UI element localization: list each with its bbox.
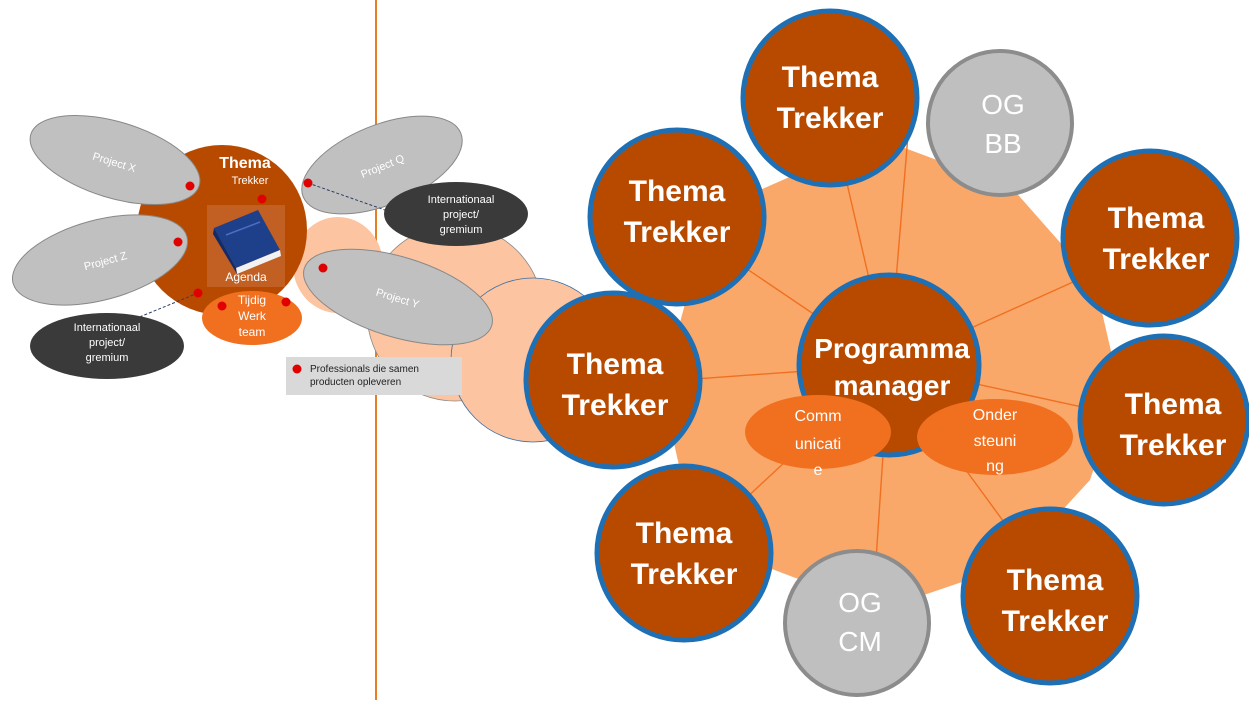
og-cm-line-1: OG	[838, 587, 882, 618]
og-bb-circle-group[interactable]: OG BB	[926, 49, 1074, 197]
theme-circle[interactable]	[740, 8, 920, 188]
theme-circle[interactable]	[1060, 148, 1240, 328]
theme-circle-line-2: Trekker	[631, 558, 738, 591]
theme-circle[interactable]	[960, 506, 1140, 686]
team-ellipse	[202, 291, 302, 345]
legend-line-1: Professionals die samen	[310, 364, 419, 375]
og-cm-line-2: CM	[838, 626, 882, 657]
theme-circle-line-2: Trekker	[1103, 243, 1210, 276]
international-top-line-1: Internationaal	[428, 194, 495, 206]
international-top-line-2: project/	[443, 209, 480, 221]
theme-circle[interactable]	[594, 463, 774, 643]
legend: Professionals die samen producten opleve…	[286, 357, 462, 395]
theme-title: Thema	[219, 155, 271, 172]
theme-circle-top[interactable]: Thema Trekker	[740, 8, 920, 188]
og-bb-line-2: BB	[984, 128, 1021, 159]
theme-circle-line-1: Thema	[636, 517, 733, 550]
professional-dot	[217, 301, 227, 311]
team-line-2: Werk	[238, 309, 267, 323]
international-bubble-top	[384, 182, 528, 246]
og-bb-line-1: OG	[981, 89, 1025, 120]
theme-circle-lower-left[interactable]: Thema Trekker	[594, 463, 774, 643]
professional-dot	[185, 181, 195, 191]
program-manager-line-2: manager	[834, 370, 951, 401]
professional-dot	[257, 194, 267, 204]
team-line-3: team	[239, 325, 266, 339]
professional-dot	[318, 263, 328, 273]
team-line-1: Tijdig	[238, 293, 266, 307]
theme-circle[interactable]	[523, 290, 703, 470]
theme-circle-line-1: Thema	[1007, 564, 1104, 597]
ondersteuning-line-1: Onder	[973, 407, 1018, 424]
book-icon	[213, 210, 281, 274]
project-z-ellipse[interactable]	[3, 198, 198, 322]
theme-circle-line-1: Thema	[629, 175, 726, 208]
communicatie-line-2: unicati	[795, 436, 841, 453]
theme-circle[interactable]	[1077, 333, 1249, 507]
professional-dot	[303, 178, 313, 188]
theme-circle-right-upper[interactable]: Thema Trekker	[1060, 148, 1240, 328]
international-bottom-line-3: gremium	[86, 352, 129, 364]
international-top-line-3: gremium	[440, 224, 483, 236]
project-y-ellipse[interactable]	[293, 230, 504, 364]
professional-dot	[281, 297, 291, 307]
ondersteuning-line-2: steuni	[974, 433, 1017, 450]
theme-circle-left[interactable]: Thema Trekker	[523, 290, 703, 470]
theme-circle-line-2: Trekker	[562, 389, 669, 422]
international-bubble-bottom	[30, 313, 184, 379]
ondersteuning-ellipse[interactable]	[917, 399, 1073, 475]
theme-circle-line-2: Trekker	[624, 216, 731, 249]
right-panel: Programma manager Comm unicati e Onder s…	[523, 8, 1249, 697]
project-x-ellipse[interactable]	[20, 98, 211, 222]
theme-circle-line-1: Thema	[782, 61, 879, 94]
legend-line-2: producten opleveren	[310, 377, 401, 388]
professional-dots	[173, 178, 328, 311]
og-cm-circle-group[interactable]: OG CM	[783, 549, 931, 697]
theme-circle-right-lower[interactable]: Thema Trekker	[1077, 333, 1249, 507]
theme-circle-upper-left[interactable]: Thema Trekker	[587, 127, 767, 307]
international-bottom-line-2: project/	[89, 337, 126, 349]
dashed-connector-top	[307, 182, 386, 211]
program-manager-line-1: Programma	[814, 333, 970, 364]
communicatie-ellipse[interactable]	[745, 395, 891, 469]
og-bb-circle[interactable]	[926, 49, 1074, 197]
legend-box	[286, 357, 462, 395]
communicatie-line-3: e	[814, 462, 823, 479]
theme-subtitle: Trekker	[232, 175, 269, 187]
theme-circle[interactable]	[587, 127, 767, 307]
theme-circle-line-2: Trekker	[777, 102, 884, 135]
professional-dot	[173, 237, 183, 247]
theme-circle-line-2: Trekker	[1120, 429, 1227, 462]
legend-dot	[292, 364, 302, 374]
theme-circle-line-1: Thema	[1125, 388, 1222, 421]
professional-dot	[193, 288, 203, 298]
agenda-label: Agenda	[225, 270, 267, 284]
international-bottom-line-1: Internationaal	[74, 322, 141, 334]
theme-circle-line-1: Thema	[567, 348, 664, 381]
og-cm-circle[interactable]	[783, 549, 931, 697]
theme-circle-line-1: Thema	[1108, 202, 1205, 235]
theme-circle-line-2: Trekker	[1002, 605, 1109, 638]
theme-circle-lower-right[interactable]: Thema Trekker	[960, 506, 1140, 686]
communicatie-line-1: Comm	[794, 408, 841, 425]
ondersteuning-line-3: ng	[986, 458, 1004, 475]
left-panel: Project X Project Q Project Z Project Y …	[3, 98, 616, 443]
